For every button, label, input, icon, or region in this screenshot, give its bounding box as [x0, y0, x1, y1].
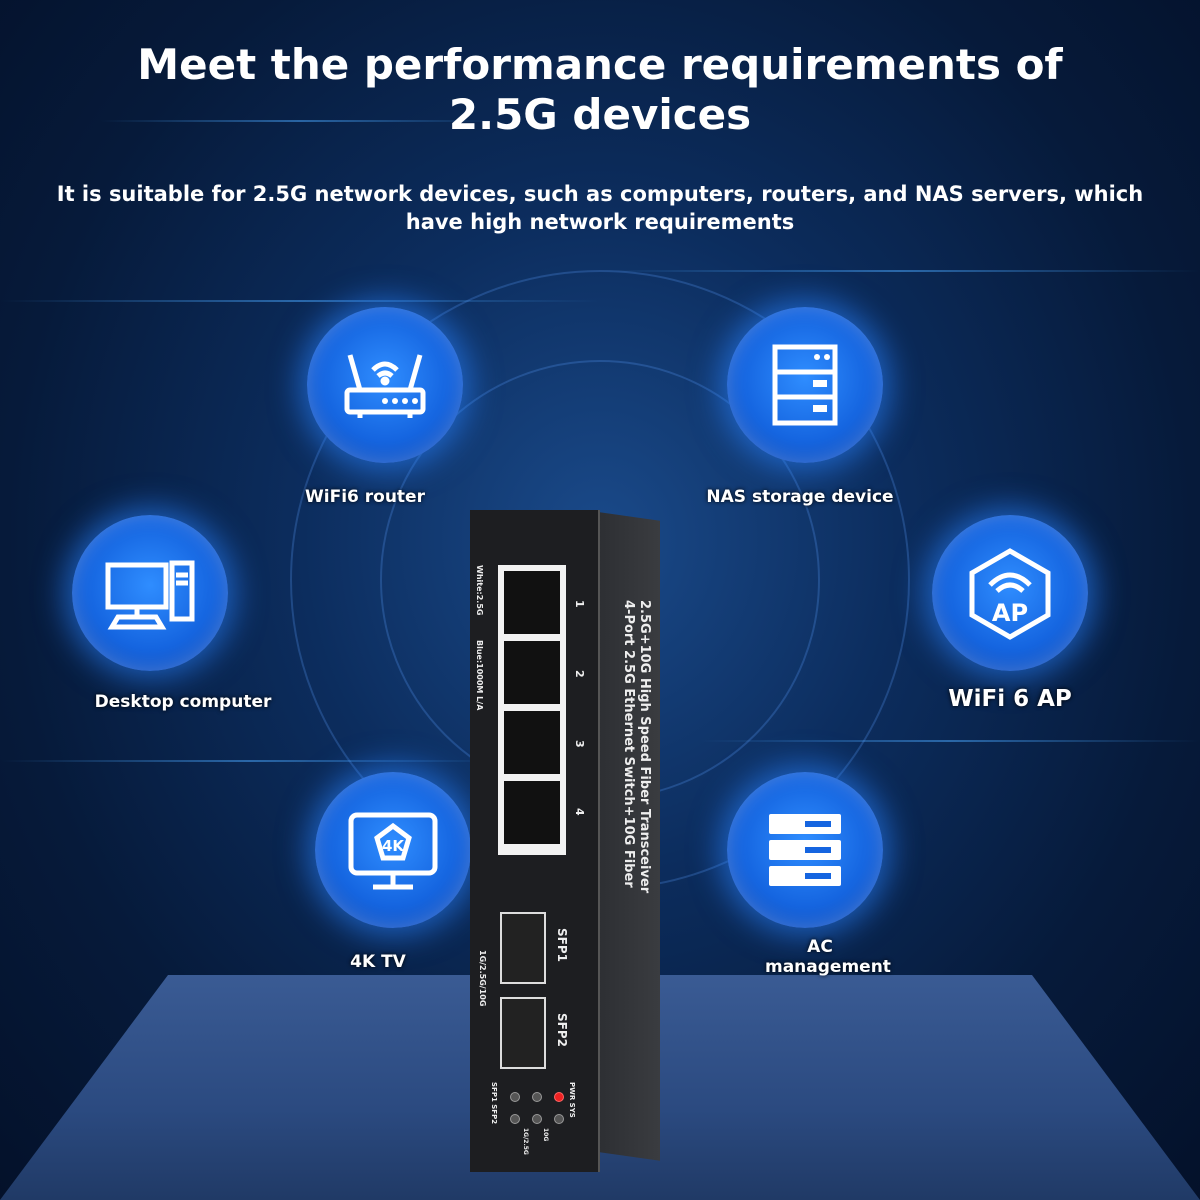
desktop-label: Desktop computer [94, 692, 272, 712]
pwr-led [554, 1092, 564, 1102]
tv-node: 4K [315, 772, 471, 928]
nas-label: NAS storage device [706, 487, 894, 507]
sfp-led-label: SFP1 SFP2 [490, 1082, 498, 1125]
speed-1g-label: 1G/2.5G [522, 1128, 529, 1155]
ap-node: AP [932, 515, 1088, 671]
ac-label: AC management [765, 937, 891, 977]
sfp1-led [510, 1092, 520, 1102]
switch-front-panel: White:2.5G Blue:1000M L/A 1 2 3 4 SFP1 S… [470, 510, 600, 1172]
sfp1-label: SFP1 [555, 928, 569, 962]
ac-node [727, 772, 883, 928]
sys-led [554, 1114, 564, 1124]
speed-led [532, 1114, 542, 1124]
title-line-2: 2.5G devices [448, 90, 752, 139]
subtitle: It is suitable for 2.5G network devices,… [56, 182, 1144, 234]
pwr-sys-label: PWR SYS [568, 1082, 576, 1118]
speed-10g-label: 10G [542, 1128, 549, 1142]
tv-icon: 4K [348, 812, 438, 890]
desktop-icon [105, 560, 195, 630]
access-point-icon: AP [969, 548, 1051, 640]
rj45-port-1[interactable] [504, 571, 560, 634]
speed-led [532, 1092, 542, 1102]
desktop-node [72, 515, 228, 671]
port-number-3: 3 [573, 740, 586, 748]
sfp-port-2[interactable] [500, 997, 546, 1069]
switch-side-text: 2.5G+10G High Speed Fiber Transceiver 4-… [620, 600, 652, 893]
sfp2-label: SFP2 [555, 1013, 569, 1047]
rj45-port-4[interactable] [504, 781, 560, 844]
rj45-port-block [498, 565, 566, 855]
led-legend-white: White:2.5G [475, 565, 484, 616]
sfp-speed-label: 1G/2.5G/10G [478, 950, 487, 1007]
nas-node [727, 307, 883, 463]
router-label: WiFi6 router [305, 487, 425, 507]
ap-label: WiFi 6 AP [948, 686, 1072, 712]
router-icon [344, 354, 426, 418]
side-text-line-1: 2.5G+10G High Speed Fiber Transceiver [637, 600, 652, 894]
port-number-4: 4 [573, 808, 586, 816]
title-line-1: Meet the performance requirements of [137, 40, 1063, 89]
tv-label: 4K TV [350, 952, 406, 972]
svg-text:AP: AP [992, 599, 1028, 627]
rj45-port-2[interactable] [504, 641, 560, 704]
side-text-line-2: 4-Port 2.5G Ethernet Switch+10G Fiber [621, 600, 636, 888]
svg-text:4K: 4K [382, 837, 405, 855]
page-title: Meet the performance requirements of 2.5… [0, 40, 1200, 140]
port-number-1: 1 [573, 600, 586, 608]
server-icon [772, 344, 838, 426]
rj45-port-3[interactable] [504, 711, 560, 774]
server-rack-icon [769, 814, 841, 886]
router-node [307, 307, 463, 463]
sfp2-led [510, 1114, 520, 1124]
port-number-2: 2 [573, 670, 586, 678]
sfp-port-1[interactable] [500, 912, 546, 984]
led-legend-blue: Blue:1000M L/A [475, 640, 484, 711]
